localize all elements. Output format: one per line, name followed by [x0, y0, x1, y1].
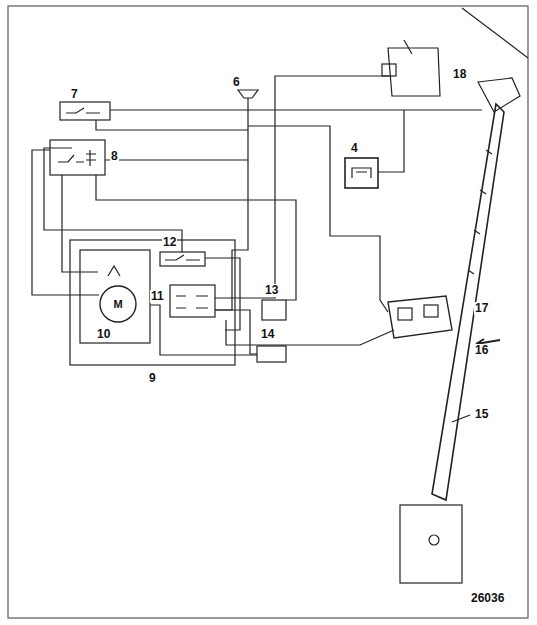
- column-base: [400, 505, 462, 583]
- wire: [96, 98, 248, 130]
- figure-number: 26036: [470, 592, 505, 605]
- callout-number: 9: [148, 372, 157, 385]
- wire: [215, 310, 257, 354]
- callout-number: 11: [150, 290, 165, 303]
- leader-15: [452, 415, 470, 422]
- connector-6: [238, 90, 258, 98]
- callout-number: 17: [474, 302, 489, 315]
- wire: [110, 109, 482, 110]
- component-4: [345, 158, 378, 188]
- frame: [8, 6, 528, 618]
- steering-column: [432, 104, 504, 500]
- motor-circle: M: [99, 285, 137, 323]
- wire: [62, 175, 98, 272]
- callout-number: 15: [474, 408, 489, 421]
- dashboard-line: [462, 8, 528, 58]
- motor-unit-9: [70, 240, 235, 365]
- relay-8: [50, 140, 105, 175]
- callout-number: 18: [452, 68, 467, 81]
- wire: [215, 76, 389, 298]
- callout-number: 6: [232, 76, 241, 89]
- wire: [226, 320, 394, 345]
- switch-contact: [398, 308, 412, 320]
- column-pivot: [429, 535, 439, 545]
- component-7: [60, 102, 110, 120]
- motor-circle-outline: [100, 286, 136, 322]
- callout-number: 12: [162, 236, 177, 249]
- switch-contact: [424, 305, 438, 317]
- component-13: [262, 300, 286, 320]
- cam-contacts-11: [176, 296, 208, 308]
- switch-symbol-7: [66, 108, 100, 113]
- switch-symbol-12: [165, 255, 200, 260]
- wire: [44, 148, 182, 252]
- callout-number: 13: [264, 284, 279, 297]
- column-switch: [388, 296, 452, 338]
- cam-switch-11: [170, 285, 215, 317]
- wire: [378, 110, 404, 172]
- component-4-symbol: [352, 168, 371, 178]
- callout-number: 4: [350, 142, 359, 155]
- plate-connector: [382, 64, 396, 76]
- motor-symbol-text: M: [99, 285, 137, 323]
- column-ribs: [468, 150, 492, 274]
- wire: [205, 258, 240, 330]
- switch-12: [160, 252, 205, 266]
- callout-number: 7: [70, 88, 79, 101]
- component-14: [257, 346, 286, 362]
- wire: [150, 305, 257, 355]
- wire: [105, 130, 248, 160]
- motor-box-10: [80, 250, 150, 343]
- wire: [96, 175, 296, 300]
- callout-number: 10: [96, 328, 111, 341]
- contact-symbol: [108, 266, 120, 276]
- callout-number: 8: [110, 150, 119, 163]
- wire: [215, 160, 248, 310]
- callout-number: 16: [474, 344, 489, 357]
- relay-symbol-8: [58, 150, 96, 166]
- callout-number: 14: [260, 328, 275, 341]
- wire: [32, 150, 99, 295]
- wire: [248, 126, 388, 312]
- plate-tab: [404, 40, 412, 54]
